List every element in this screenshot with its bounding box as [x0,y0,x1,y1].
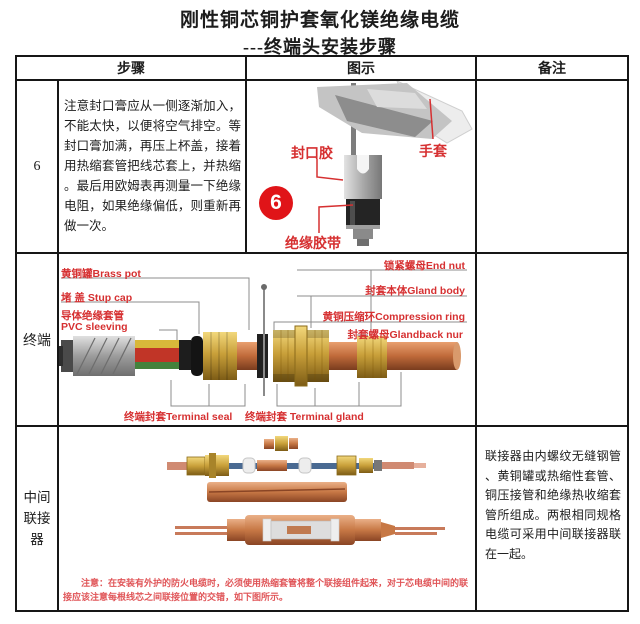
glove-and-cable-illustration [316,81,473,246]
step-6-badge: 6 [259,186,293,220]
header-illustration: 图示 [247,57,477,81]
document-title: 刚性铜芯铜护套氧化镁绝缘电缆 ---终端头安装步骤 [0,5,640,59]
exploded-connector [167,453,426,478]
brass-pot-part [203,332,237,380]
installation-steps-table: 步骤 图示 备注 6 注意封口膏应从一侧逐渐加入，不能太快，以便将空气排空。等封… [15,55,629,612]
copper-tube [207,482,347,502]
terminal-parts [59,284,461,396]
row2-illustration-cell: 黄铜罐Brass pot 堵 盖 Stup cap 导体绝缘套管 PVC sle… [59,254,477,427]
glove-graphic [317,81,473,144]
row3-step-label-line3: 器 [30,532,44,547]
label-gland-body: 封套本体Gland body [365,285,465,297]
row2-step-label: 终端 [17,254,59,427]
label-pvc-sleeving-cn: 导体绝缘套管 [61,310,124,322]
end-nut-part [357,336,387,378]
copper-sheath-tube [387,342,457,370]
label-end-nut: 锁紧螺母End nut [383,260,465,272]
label-glandback-nut: 封套螺母Glandback nur [347,329,463,341]
connector-assembly-diagram [167,436,445,545]
label-compression-ring: 黄铜压缩环Compression ring [322,311,465,323]
label-insulation-tape: 绝缘胶带 [285,235,341,251]
sealing-pot-graphic [344,155,382,199]
seal-ring [191,336,203,376]
row1-step-text: 注意封口膏应从一侧逐渐加入，不能太快，以便将空气排空。等封口膏加满，再压上杯盖，… [59,81,247,254]
green-sleeving [135,362,179,369]
row1-step-number: 6 [17,81,59,254]
label-sealing-glue: 封口胶 [291,145,333,161]
assembled-joint [175,515,445,545]
row1-remark-cell [477,81,627,254]
metal-sheath [73,336,135,376]
leader-lines [316,98,434,233]
insulation-tape-graphic [346,199,380,246]
label-stup-cap: 堵 盖 Stup cap [61,292,133,304]
row2-remark-cell [477,254,627,427]
label-pvc-sleeving-en: PVC sleeving [61,321,128,333]
label-terminal-seal: 终端封套Terminal seal [124,411,233,423]
small-connector-piece [264,436,298,451]
label-brass-pot: 黄铜罐Brass pot [61,268,141,280]
terminal-assembly-diagram [59,269,467,407]
row1-illustration-cell: 封口胶 手套 绝缘胶带 6 [247,81,477,254]
row3-step-label-line2: 联接 [23,511,51,526]
row3-remark-text: 联接器由内螺纹无缝钢管、黄铜罐或热缩性套管、铜压接管和绝缘热收缩套管所组成。两根… [477,427,627,610]
header-remark: 备注 [477,57,627,81]
cable-clamp [61,340,73,372]
row3-illustration-cell: 注意：在安装有外护的防火电缆时，必须使用热缩套管将整个联接组件起来，对于芯电缆中… [59,427,477,610]
title-line-1: 刚性铜芯铜护套氧化镁绝缘电缆 [179,10,460,31]
header-step: 步骤 [17,57,247,81]
red-core-sleeving [135,348,185,362]
compression-ring-part [257,334,268,378]
title-line-2: ---终端头安装步骤 [243,37,397,57]
yellow-sleeving [135,340,181,348]
connector-warning-note: 注意：在安装有外护的防火电缆时，必须使用热缩套管将整个联接组件起来，对于芯电缆中… [63,578,469,602]
row3-step-label: 中间 联接 器 [17,427,59,610]
label-glove: 手套 [419,143,447,159]
bracket-lines [61,269,467,407]
row3-step-label-line1: 中间 [23,490,51,505]
label-terminal-gland: 终端封套 Terminal gland [245,411,364,423]
